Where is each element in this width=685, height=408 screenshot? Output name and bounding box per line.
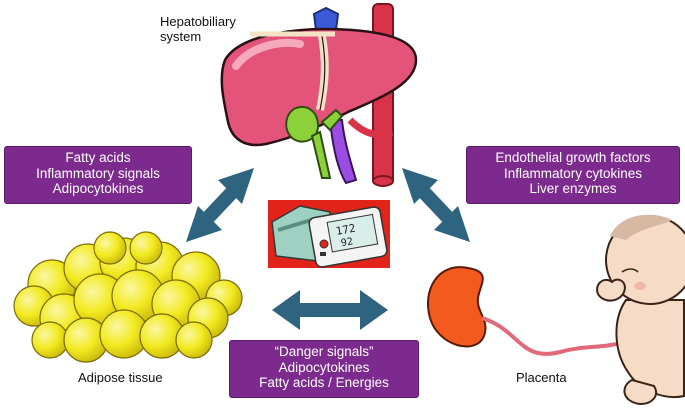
diastolic-readout: 92 — [340, 236, 354, 249]
liver-illustration — [220, 3, 418, 187]
blood-pressure-monitor: 172 92 — [268, 200, 390, 268]
label-hepatobiliary-system: Hepatobiliary system — [160, 14, 236, 44]
box-left-line3: Adipocytokines — [52, 181, 144, 196]
hepatic-vein-icon — [328, 119, 358, 185]
box-bottom-line3: Fatty acids / Energies — [259, 375, 389, 390]
box-adipose-placenta-signals: “Danger signals” Adipocytokines Fatty ac… — [229, 340, 419, 398]
arrow-liver-placenta — [402, 168, 470, 242]
label-placenta: Placenta — [516, 370, 567, 385]
box-left-line2: Inflammatory signals — [36, 165, 160, 181]
box-right-line1: Endothelial growth factors — [495, 150, 651, 165]
gallbladder-icon — [285, 106, 320, 143]
fetus-illustration — [596, 214, 685, 406]
label-hepatobiliary-line2: system — [160, 29, 202, 44]
umbilical-cord-icon — [481, 316, 633, 356]
box-right-line2: Inflammatory cytokines — [503, 165, 643, 181]
label-adipose-tissue: Adipose tissue — [78, 370, 163, 385]
systolic-readout: 172 — [335, 222, 357, 238]
arrow-liver-adipose — [186, 168, 254, 242]
monitor-screen — [326, 213, 379, 253]
fetus-foot-icon — [623, 378, 658, 406]
box-bottom-line1: “Danger signals” — [274, 344, 374, 359]
fetus-hand-icon — [596, 278, 626, 302]
adipose-tissue-illustration — [13, 231, 243, 363]
box-right-line3: Liver enzymes — [529, 181, 617, 196]
portal-vein-icon — [312, 6, 340, 31]
box-placenta-to-liver-signals: Endothelial growth factors Inflammatory … — [466, 146, 680, 204]
placenta-icon — [427, 266, 487, 348]
box-adipose-to-liver-signals: Fatty acids Inflammatory signals Adipocy… — [4, 146, 192, 204]
box-left-line1: Fatty acids — [65, 150, 131, 165]
label-hepatobiliary-line1: Hepatobiliary — [160, 14, 236, 29]
placenta-illustration — [427, 266, 633, 356]
liver-icon — [220, 27, 418, 147]
box-bottom-line2: Adipocytokines — [278, 359, 370, 375]
fetus-body-icon — [615, 299, 685, 398]
arrow-adipose-placenta — [272, 290, 388, 330]
